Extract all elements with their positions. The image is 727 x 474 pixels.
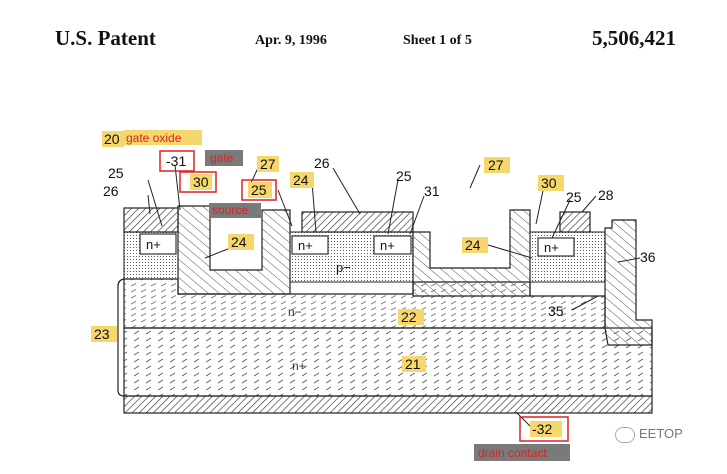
box-30-gate xyxy=(179,171,217,193)
ref-21: 21 xyxy=(405,356,421,372)
sheet-number: Sheet 1 of 5 xyxy=(403,33,472,48)
label-n-plus-a: n+ xyxy=(146,237,161,252)
watermark: EETOP xyxy=(615,426,683,443)
ref-26b: 26 xyxy=(314,155,330,171)
ref-23: 23 xyxy=(94,326,110,342)
ref-26a: 26 xyxy=(103,183,119,199)
source-metal-center xyxy=(301,211,414,233)
hl-24c xyxy=(462,237,488,253)
wechat-icon xyxy=(615,426,635,443)
hl-22 xyxy=(398,309,424,325)
label-n-plus-d: n+ xyxy=(544,240,559,255)
ref-30a: 30 xyxy=(193,174,209,190)
hl-drain-contact xyxy=(474,444,570,461)
hl-21 xyxy=(402,356,426,372)
patent-title: U.S. Patent xyxy=(55,26,156,50)
ref-25b: 25 xyxy=(251,182,267,198)
label-n-plus-substrate: n+ xyxy=(292,359,306,373)
ref-35: 35 xyxy=(548,303,564,319)
ref-24b: 24 xyxy=(293,172,309,188)
hl-gate-oxide xyxy=(124,130,202,145)
ref-28: 28 xyxy=(598,187,614,203)
ref-31a: -31 xyxy=(166,153,186,169)
n-plus-source-d xyxy=(537,237,575,257)
trench-gate-left xyxy=(177,205,291,295)
hl-30b xyxy=(538,175,564,191)
hl-24a xyxy=(228,234,254,250)
field-oxide-right xyxy=(604,219,653,346)
label-p-minus: p− xyxy=(336,260,351,275)
hl-24b xyxy=(290,172,314,188)
patent-date: Apr. 9, 1996 xyxy=(255,33,327,48)
ref-24a: 24 xyxy=(231,234,247,250)
ref-24c: 24 xyxy=(465,237,481,253)
drain-contact-layer xyxy=(123,395,653,414)
n-plus-substrate xyxy=(123,327,653,397)
ref-30b: 30 xyxy=(541,175,557,191)
box-32-drain xyxy=(519,416,569,442)
ref-25a: 25 xyxy=(108,165,124,181)
ref-25d: 25 xyxy=(566,189,582,205)
ref-20: 20 xyxy=(104,131,120,147)
n-plus-source-c xyxy=(373,235,412,255)
ref-36: 36 xyxy=(640,249,656,265)
n-plus-source-b xyxy=(291,235,329,255)
bracket-23 xyxy=(117,278,125,397)
annot-drain-contact: drain contact xyxy=(478,446,547,460)
annot-source: source xyxy=(212,203,248,217)
watermark-text: EETOP xyxy=(639,426,683,441)
label-n-minus: n− xyxy=(288,305,302,319)
hl-30a xyxy=(190,174,212,190)
annot-gate: gate xyxy=(210,151,234,165)
ref-31b: 31 xyxy=(424,183,440,199)
label-n-plus-c: n+ xyxy=(380,238,395,253)
hl-23 xyxy=(91,326,117,342)
ref-27b: 27 xyxy=(488,157,504,173)
box-25-source xyxy=(241,179,277,201)
hl-32 xyxy=(530,421,562,437)
annot-gate-oxide: gate oxide xyxy=(126,131,182,145)
hl-27b xyxy=(484,157,510,173)
hl-27a xyxy=(257,156,279,172)
ref-32: -32 xyxy=(532,421,552,437)
ref-25c: 25 xyxy=(396,168,412,184)
source-metal-left xyxy=(123,207,179,233)
n-plus-source-a xyxy=(139,233,177,255)
patent-number: 5,506,421 xyxy=(592,26,676,50)
ref-27a: 27 xyxy=(260,156,276,172)
ref-22: 22 xyxy=(401,309,417,325)
hl-gate xyxy=(205,150,243,166)
trench-gate-right xyxy=(412,209,531,297)
hl-20 xyxy=(102,131,124,147)
hl-source xyxy=(209,203,261,218)
hl-25b xyxy=(248,182,272,198)
source-metal-right xyxy=(559,211,591,233)
box-31-gate-oxide xyxy=(159,150,195,172)
label-n-plus-b: n+ xyxy=(298,238,313,253)
